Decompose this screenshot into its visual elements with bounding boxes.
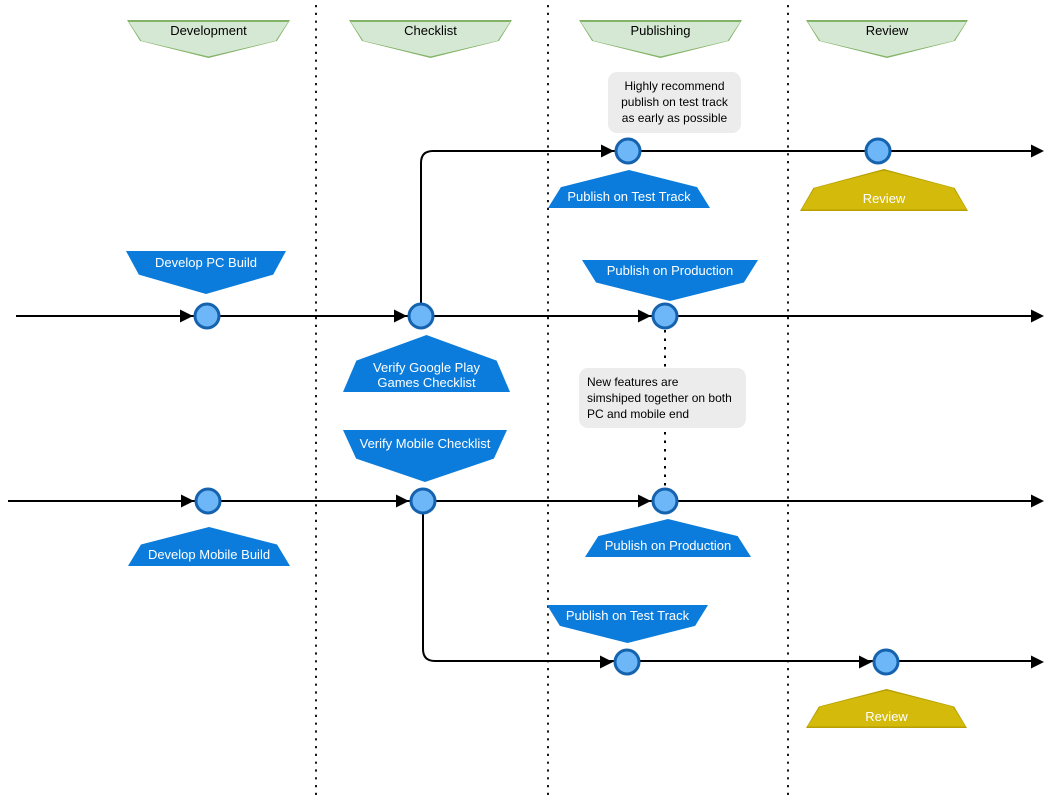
banner-review-pc: Review — [800, 169, 968, 211]
banner-publish-production-mobile: Publish on Production — [585, 519, 751, 557]
milestone-node-pc-production — [651, 302, 679, 330]
arrowhead — [638, 494, 651, 508]
arrowhead — [1031, 494, 1044, 508]
milestone-node-mobile-checklist — [409, 487, 437, 515]
arrowhead — [601, 144, 614, 158]
banner-publish-test-track-pc: Publish on Test Track — [548, 170, 710, 208]
banner-develop-pc-build: Develop PC Build — [126, 251, 286, 294]
arrowhead — [180, 309, 193, 323]
phase-header-development: Development — [127, 20, 290, 58]
banner-label: Verify Mobile Checklist — [359, 436, 491, 452]
banner-verify-mobile-checklist: Verify Mobile Checklist — [343, 430, 507, 482]
milestone-node-mobile-develop — [194, 487, 222, 515]
arrowhead — [1031, 309, 1044, 323]
phase-header-label: Checklist — [404, 22, 457, 38]
phase-header-label: Review — [865, 22, 909, 38]
phase-header-publishing: Publishing — [579, 20, 742, 58]
phase-header-review: Review — [806, 20, 968, 58]
arrowhead — [638, 309, 651, 323]
milestone-node-mobile-test-review — [872, 648, 900, 676]
timeline-mobile-test-branch — [422, 501, 1032, 662]
phase-header-label: Publishing — [630, 22, 691, 38]
banner-publish-production-pc: Publish on Production — [582, 260, 758, 301]
banner-label: Develop Mobile Build — [147, 546, 271, 562]
note-publish-early: Highly recommend publish on test track a… — [608, 72, 741, 133]
banner-label: Review — [862, 190, 906, 206]
banner-review-mobile: Review — [806, 689, 967, 728]
milestone-node-pc-test-publish — [614, 137, 642, 165]
phase-header-checklist: Checklist — [349, 20, 512, 58]
arrowhead — [1031, 655, 1044, 669]
arrowhead — [396, 494, 409, 508]
phase-header-label: Development — [170, 22, 247, 38]
milestone-node-mobile-test-publish — [613, 648, 641, 676]
banner-publish-test-track-mobile: Publish on Test Track — [547, 605, 708, 643]
milestone-node-mobile-production — [651, 487, 679, 515]
arrowhead — [394, 309, 407, 323]
banner-label: Review — [865, 708, 908, 724]
arrowhead — [600, 655, 613, 669]
arrowhead — [181, 494, 194, 508]
milestone-node-pc-develop — [193, 302, 221, 330]
banner-label: Verify Google Play Games Checklist — [373, 359, 480, 391]
banner-label: Publish on Production — [606, 263, 734, 279]
banner-verify-google-play-games-checklist: Verify Google Play Games Checklist — [343, 335, 510, 392]
banner-label: Develop PC Build — [155, 254, 257, 270]
banner-label: Publish on Test Track — [567, 189, 691, 205]
banner-label: Publish on Test Track — [565, 607, 690, 623]
note-simship: New features are simshiped together on b… — [579, 368, 746, 428]
banner-label: Publish on Production — [604, 538, 732, 554]
milestone-node-pc-checklist — [407, 302, 435, 330]
arrowhead — [1031, 144, 1044, 158]
timeline-pc-test-branch — [420, 150, 1032, 316]
arrowhead — [859, 655, 872, 669]
banner-develop-mobile-build: Develop Mobile Build — [128, 527, 290, 566]
milestone-node-pc-test-review — [864, 137, 892, 165]
